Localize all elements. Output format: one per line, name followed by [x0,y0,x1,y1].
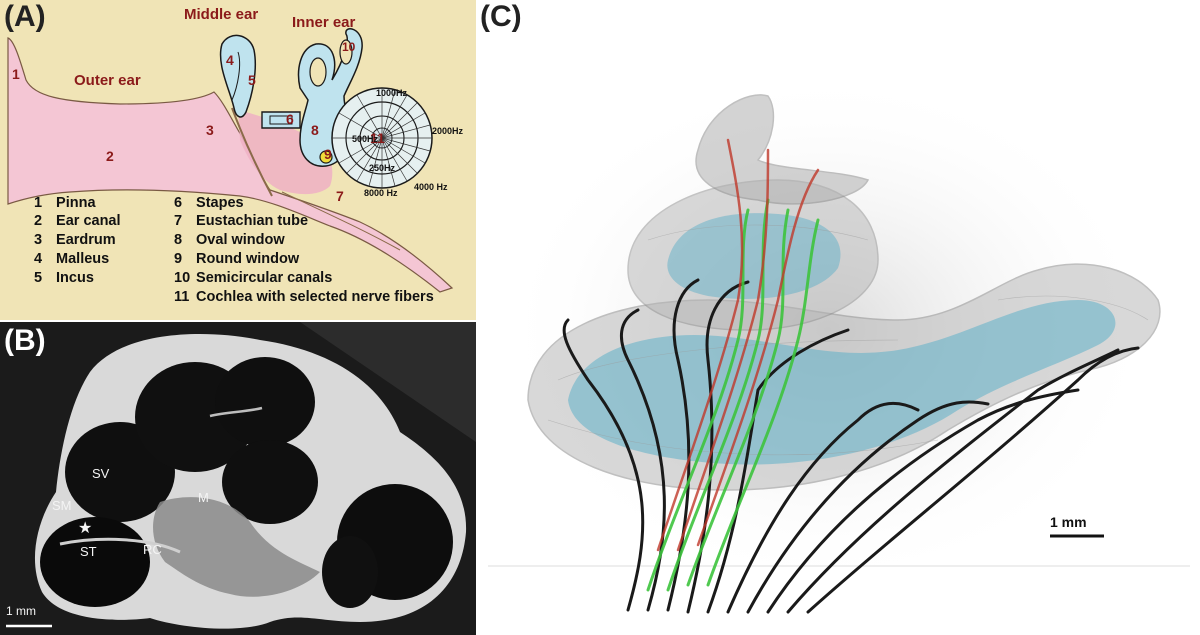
panel-c-3d-cochlea: (C) 1 mm [478,0,1200,635]
legend-text: Eardrum [56,232,116,248]
legend-item-round-window: 9 Round window [174,251,299,267]
legend-item-malleus: 4 Malleus [34,251,109,267]
freq-500: 500Hz [352,134,379,144]
number-3: 3 [206,122,214,138]
label-st: ST [80,544,97,559]
star-marker: ★ [78,520,93,537]
number-6: 6 [286,111,294,127]
number-4: 4 [226,52,234,68]
legend-item-pinna: 1 Pinna [34,195,96,211]
freq-2000: 2000Hz [432,126,464,136]
membrane-line [209,406,263,418]
outer-ear-label: Outer ear [74,72,141,89]
legend-item-incus: 5 Incus [34,270,94,286]
legend-text: Cochlea with selected nerve fibers [196,289,434,305]
legend-num: 5 [34,270,43,286]
cochlea-spiral [331,87,433,189]
legend-num: 9 [174,251,183,267]
number-8: 8 [311,122,319,138]
panel-a-letter: (A) [4,0,46,33]
scale-bar-b-label: 1 mm [6,604,36,618]
number-2: 2 [106,148,114,164]
eardrum-line [231,107,273,197]
legend-text: Oval window [196,232,285,248]
label-rc: RC [143,542,162,557]
middle-ear-label: Middle ear [184,6,259,23]
legend-num: 2 [34,213,43,229]
legend-item-cochlea: 11 Cochlea with selected nerve fibers [174,289,434,305]
stapes-inner [269,115,293,125]
legend-text: Pinna [56,195,96,211]
modiolus-region [153,497,320,597]
legend-num: 6 [174,195,183,211]
canal-hole-1 [309,57,327,87]
legend-text: Malleus [56,251,110,267]
legend-num: 3 [34,232,43,248]
chamber-top-right [215,357,315,447]
number-9: 9 [324,146,332,162]
number-10: 10 [342,40,356,54]
legend-item-eustachian-tube: 7 Eustachian tube [174,213,308,229]
chamber-left-lower [40,517,150,607]
middle-ear-region [238,110,333,195]
number-11: 11 [370,130,385,146]
legend-num: 1 [34,195,43,211]
chamber-right-inner [322,536,378,608]
legend-text: Stapes [196,195,244,211]
cochlea-3d-render [488,70,1190,614]
legend-text: Incus [56,270,94,286]
freq-8000: 8000 Hz [364,188,398,198]
legend-num: 8 [174,232,183,248]
legend-text: Ear canal [56,213,121,229]
label-m: M [198,490,209,505]
number-1: 1 [12,66,20,82]
freq-4000: 4000 Hz [414,182,448,192]
number-7: 7 [336,188,344,204]
legend-item-semicircular-canals: 10 Semicircular canals [174,270,332,286]
spiral-lamina [59,537,181,554]
scale-bar-c-label: 1 mm [1050,514,1087,530]
malleus-shape [219,34,257,118]
mesh-lines [547,224,1149,456]
ct-cross-section [0,322,476,635]
panel-b-letter: (B) [4,324,46,357]
label-sm: SM [52,498,72,513]
ear-tissue-shape [7,37,454,293]
legend-text: Semicircular canals [196,270,333,286]
eustachian-tube-line [281,191,401,251]
inner-ear-label: Inner ear [292,14,356,31]
apex-shell [695,94,870,205]
label-sv: SV [92,466,110,481]
legend-item-stapes: 6 Stapes [174,195,244,211]
legend-text: Eustachian tube [196,213,309,229]
panel-c-letter: (C) [480,0,522,33]
malleus-detail [231,51,241,101]
canal-hole-2 [339,39,353,65]
ear-anatomy-drawing [7,28,454,293]
scala-tube-middle [667,213,841,299]
panel-b-ct-scan: (B) SV SM ★ ST M RC 1 mm [0,322,476,635]
legend-num: 11 [174,289,190,305]
panel-a-ear-anatomy: (A) Middle ear Inner ear Outer ear 1 2 3… [0,0,476,320]
legend-text: Round window [196,251,300,267]
scala-tube-basal [568,300,1116,465]
stapes-shape [261,111,301,129]
red-nerve-fibers [656,138,820,552]
legend-item-ear-canal: 2 Ear canal [34,213,121,229]
legend-item-oval-window: 8 Oval window [174,232,285,248]
freq-1000: 1000Hz [376,88,408,98]
freq-250: 250Hz [369,163,396,173]
legend-item-eardrum: 3 Eardrum [34,232,116,248]
legend-num: 4 [34,251,43,267]
round-window [319,150,333,164]
legend-num: 10 [174,270,191,286]
legend-num: 7 [174,213,183,229]
chamber-middle-right [222,440,318,524]
number-5: 5 [248,72,256,88]
